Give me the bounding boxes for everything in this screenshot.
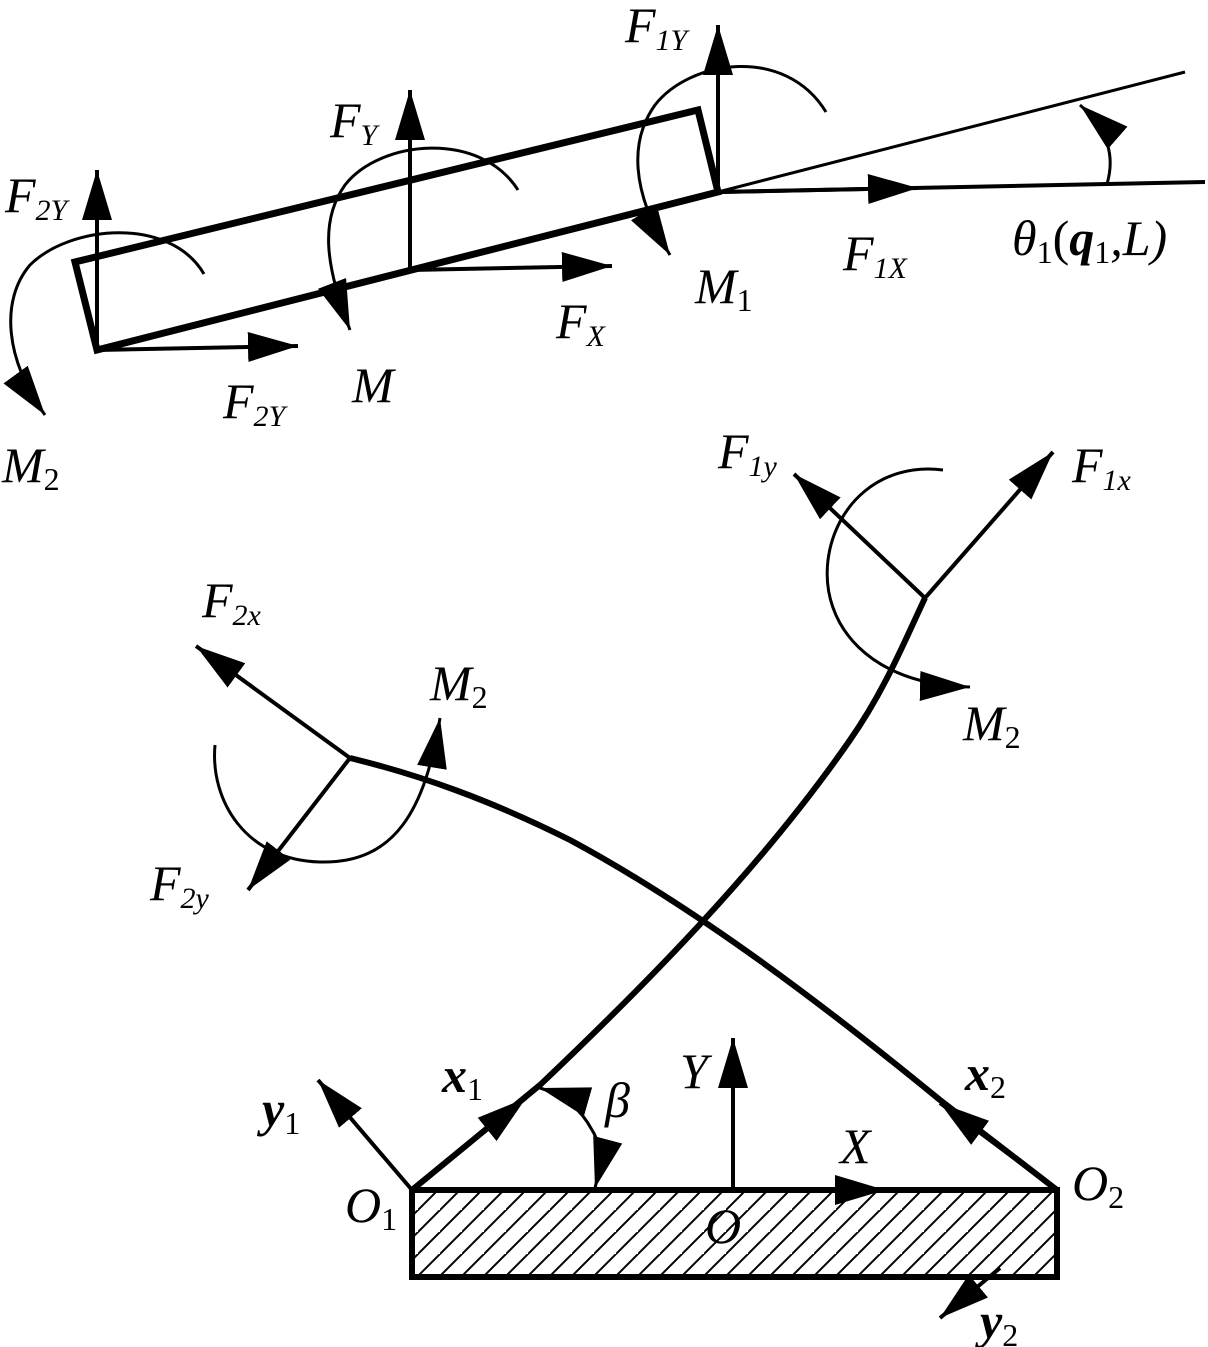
- x2-label: x2: [964, 1045, 1006, 1105]
- f1y-label: F1Y: [624, 0, 691, 57]
- beta-angle-arc-top: [539, 1086, 594, 1131]
- y1-label: y1: [257, 1081, 300, 1141]
- m2-right-label: M2: [962, 695, 1021, 755]
- Y-label: Y: [680, 1043, 713, 1099]
- x1-axis-arrow: [410, 1096, 528, 1192]
- m2-label-top: M2: [1, 437, 60, 497]
- fy-label: FY: [329, 92, 381, 152]
- theta-label: θ1(q1,L): [1012, 210, 1167, 270]
- m-label: M: [351, 357, 396, 413]
- m2-right-moment-arc: [825, 467, 971, 701]
- flexible-beam-1: [410, 596, 928, 1193]
- y2-label: y2: [975, 1293, 1018, 1347]
- f2x-arrow: [194, 644, 352, 760]
- f1x-arrow: [923, 450, 1055, 600]
- O2-label: O2: [1072, 1155, 1124, 1215]
- y2-axis-arrow: [938, 1266, 1002, 1320]
- bottom-mechanism-figure: F1y F1x F2x F2y M2 M2 x1 y1 x2 y2 β: [149, 423, 1132, 1347]
- deflection-line: [717, 70, 1186, 194]
- f2x-label: F2x: [201, 572, 262, 632]
- beta-angle-arc: [590, 1129, 623, 1189]
- f1x-lower-label: F1x: [1071, 437, 1132, 497]
- O1-label: O1: [345, 1177, 397, 1237]
- O-label: O: [705, 1198, 741, 1254]
- fx-right-arrow: [409, 251, 613, 282]
- m2-left-moment-arc: [213, 717, 447, 864]
- beam-body: [70, 105, 723, 355]
- x2-axis-arrow: [938, 1101, 1059, 1192]
- x1-label: x1: [441, 1047, 483, 1107]
- f2y-right-arrow: [96, 331, 299, 362]
- theta-angle-arc: [1079, 103, 1128, 185]
- m1-label: M1: [694, 258, 753, 318]
- f2y-lower-label: F2Y: [222, 373, 289, 433]
- m1-moment-arc: [631, 65, 828, 256]
- f1y-arrow: [792, 472, 927, 600]
- f2y-arrow: [246, 756, 352, 892]
- top-beam-figure: F1Y FY F2Y F2Y FX F1X M M1 M2 θ1(q1,L): [1, 0, 1206, 497]
- f2y-label: F2y: [149, 855, 210, 915]
- fx-label: FX: [555, 293, 607, 353]
- f1x-right-arrow: [717, 174, 919, 204]
- f2y-upper-label: F2Y: [4, 167, 71, 227]
- X-label: X: [838, 1118, 873, 1174]
- y1-axis-arrow: [316, 1078, 414, 1192]
- flexible-beam-2: [349, 755, 1059, 1193]
- m2-moment-arc: [3, 231, 206, 416]
- m-moment-arc: [318, 146, 520, 331]
- m2-left-label: M2: [429, 655, 488, 715]
- f1y-lower-label: F1y: [717, 423, 778, 483]
- beta-label: β: [604, 1072, 630, 1128]
- f1x-label: F1X: [842, 225, 909, 285]
- base-platform: [409, 1187, 1060, 1280]
